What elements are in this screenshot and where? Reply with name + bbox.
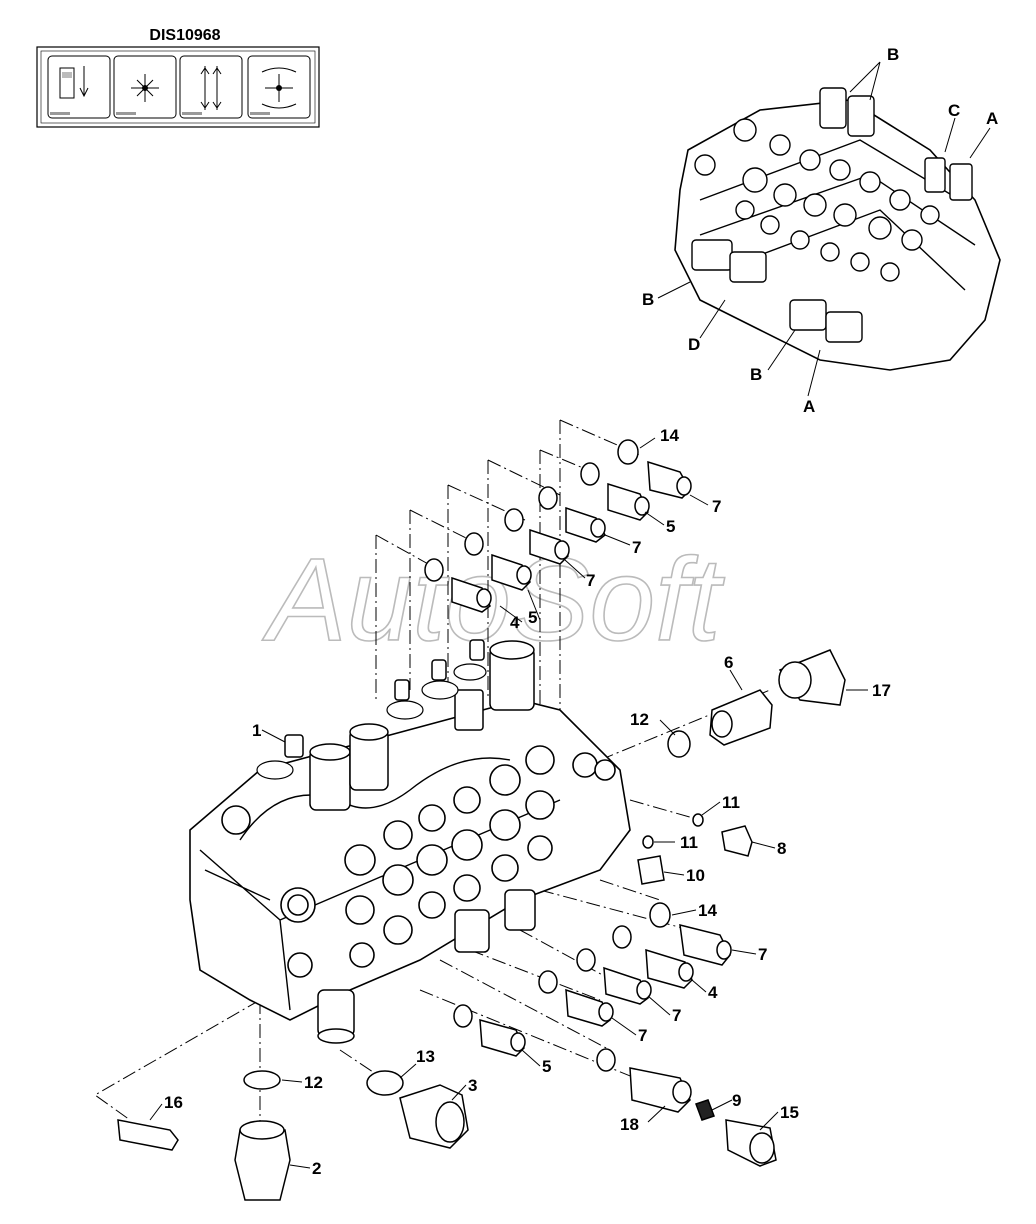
callout-7-a: 7: [712, 497, 721, 516]
callout-7-b: 7: [632, 538, 641, 557]
decal-panel-1: [47, 55, 111, 119]
callout-3: 3: [468, 1076, 477, 1095]
callout-16: 16: [164, 1093, 183, 1112]
callout-12-right: 12: [630, 710, 649, 729]
decal-panel-3: [179, 55, 243, 119]
inset-leaders: [657, 61, 991, 397]
lower-fittings: [117, 1070, 469, 1201]
callout-15: 15: [780, 1103, 799, 1122]
callout-13: 13: [416, 1047, 435, 1066]
callout-4-bottom: 4: [708, 983, 718, 1002]
inset-label-d: D: [688, 335, 700, 354]
inset-valve-view: B C A B D B A: [642, 45, 1001, 416]
callouts: 14 7 5 7 7 4 5 1 6 17 12 11 11 8 10 14 7…: [164, 426, 891, 1178]
callout-17: 17: [872, 681, 891, 700]
callout-11-a: 11: [722, 793, 740, 812]
upper-fittings: [424, 439, 692, 613]
inset-label-b-left: B: [642, 290, 654, 309]
decal-panel-4: [247, 55, 311, 119]
callout-7-d: 7: [758, 945, 767, 964]
callout-14-top: 14: [660, 426, 679, 445]
inset-label-a-top: A: [986, 109, 998, 128]
decal-label-box: DIS10968: [36, 27, 320, 128]
callout-11-b: 11: [680, 833, 698, 852]
decal-title: DIS10968: [149, 27, 220, 44]
callout-5-b: 5: [528, 608, 537, 627]
inset-label-b-top: B: [887, 45, 899, 64]
inset-label-b-bottom: B: [750, 365, 762, 384]
callout-14-bottom: 14: [698, 901, 717, 920]
callout-2: 2: [312, 1159, 321, 1178]
right-fittings: [453, 649, 846, 1167]
callout-1: 1: [252, 721, 261, 740]
inset-label-a-bottom: A: [803, 397, 815, 416]
callout-7-c: 7: [586, 571, 595, 590]
callout-6: 6: [724, 653, 733, 672]
callout-8: 8: [777, 839, 786, 858]
callout-18: 18: [620, 1115, 639, 1134]
main-valve-body: [189, 639, 631, 1044]
callout-leaders: [149, 437, 868, 1169]
callout-7-f: 7: [638, 1026, 647, 1045]
callout-7-e: 7: [672, 1006, 681, 1025]
inset-label-c: C: [948, 101, 960, 120]
decal-panel-2: [113, 55, 177, 119]
callout-4-top: 4: [510, 613, 520, 632]
callout-9: 9: [732, 1091, 741, 1110]
callout-5-c: 5: [542, 1057, 551, 1076]
callout-10: 10: [686, 866, 705, 885]
callout-12-left: 12: [304, 1073, 323, 1092]
callout-5-a: 5: [666, 517, 675, 536]
